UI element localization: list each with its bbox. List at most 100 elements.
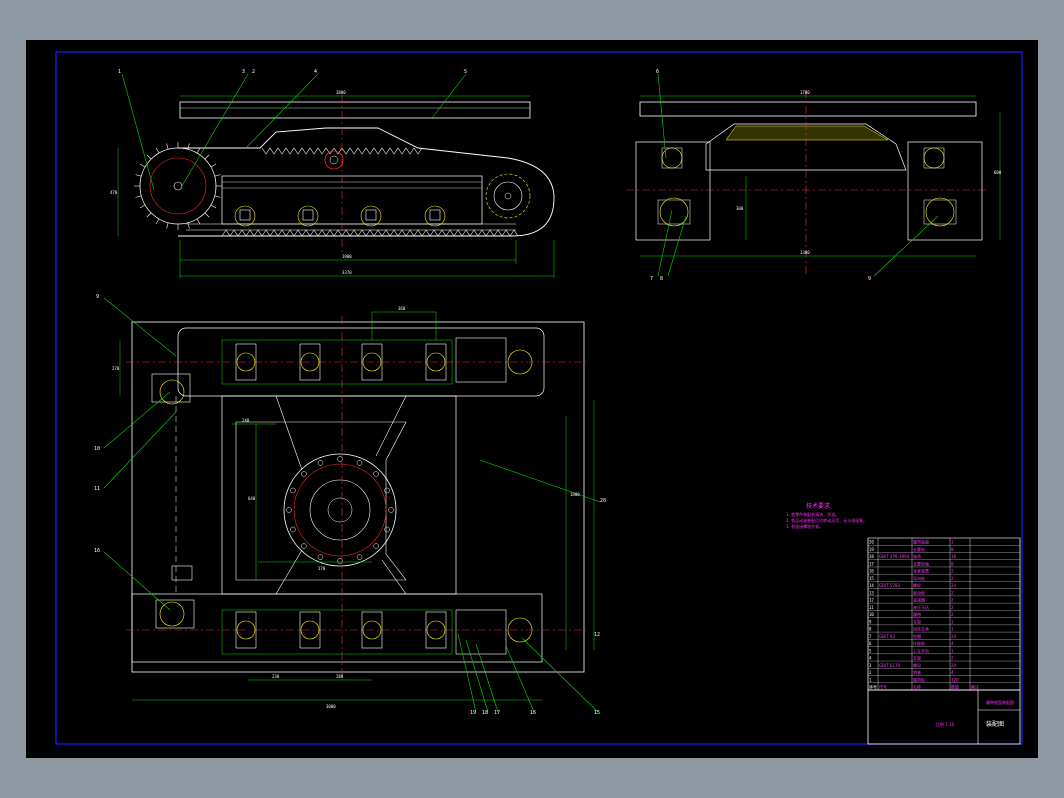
table-cell: 托链轮 xyxy=(913,640,925,646)
table-cell: 2 xyxy=(951,590,954,595)
table-cell: 数量 xyxy=(951,684,959,690)
title-block-code: 装配图 xyxy=(986,720,1004,728)
roller-hub xyxy=(236,352,256,372)
table-cell: 1 xyxy=(951,619,954,624)
roller-hub xyxy=(426,620,446,640)
bolt-hole xyxy=(317,554,324,560)
dim-plan-bottom1: 230 xyxy=(272,674,280,679)
callout-5: 5 xyxy=(464,69,467,75)
table-cell: GB/T 93 xyxy=(879,634,895,639)
table-cell: 10 xyxy=(869,612,874,617)
side-view: 6 7 8 9 1700 1300 300 600 xyxy=(626,69,1002,282)
table-cell: 19 xyxy=(869,547,874,552)
table-cell: 9 xyxy=(869,619,872,624)
sprocket-tooth xyxy=(187,222,190,229)
table-cell: 履带底盘 xyxy=(913,539,929,545)
sprocket-tooth xyxy=(155,147,160,154)
dim-plan-left: 270 xyxy=(112,366,120,371)
table-cell: 液压马达 xyxy=(913,604,929,610)
table-cell: 8 xyxy=(951,561,954,566)
sprocket-tooth xyxy=(214,195,221,198)
tech-note-1: 1. 各零件装配前清洗、涂油。 xyxy=(786,511,839,517)
table-cell: 16 xyxy=(951,554,957,559)
table-cell: GB/T 5783 xyxy=(879,583,901,588)
tech-note-2: 2. 各运动副装配后应转动灵活，无卡滞现象。 xyxy=(786,517,867,523)
table-cell: 2 xyxy=(951,656,954,661)
dim-plan-bottom2: 280 xyxy=(336,674,344,679)
table-cell: 24 xyxy=(951,583,957,588)
callout-16: 16 xyxy=(530,710,536,716)
border-frame xyxy=(55,51,1023,745)
table-cell: 1 xyxy=(869,677,872,682)
bolt-hole xyxy=(356,460,363,466)
bolt-hole xyxy=(286,507,292,513)
callout-9: 9 xyxy=(868,276,871,282)
bolt-hole xyxy=(290,526,296,533)
table-cell: 120 xyxy=(951,677,959,682)
tech-notes-title: 技术要求 xyxy=(806,502,830,510)
table-cell: 2 xyxy=(951,612,954,617)
table-cell: 11 xyxy=(869,605,874,610)
table-cell: GB/T 6170 xyxy=(879,663,901,668)
sprocket-tooth xyxy=(146,154,152,160)
dim-plan-right: 1800 xyxy=(570,492,580,497)
table-cell: 销轴 xyxy=(913,669,921,675)
callout-20: 20 xyxy=(600,498,606,504)
cad-drawing: 1 3 2 4 5 3800 1900 3370 470 xyxy=(55,51,1023,745)
table-cell: 16 xyxy=(869,569,874,574)
callout-18: 18 xyxy=(482,710,488,716)
table-cell: 1 xyxy=(951,648,954,653)
table-cell: 6 xyxy=(869,641,872,646)
sprocket-tooth xyxy=(166,222,169,229)
table-cell: 支重轮轴 xyxy=(913,560,929,566)
dim-plan-total: 3000 xyxy=(326,704,336,709)
table-cell: 8 xyxy=(951,547,954,552)
bolt-hole xyxy=(384,487,390,494)
table-cell: 18 xyxy=(869,554,874,559)
roller xyxy=(235,611,257,649)
table-cell: 4 xyxy=(869,656,872,661)
bolt-hole xyxy=(290,487,296,494)
callout-10: 10 xyxy=(94,446,100,452)
bolt-hole xyxy=(384,526,390,533)
title-block-name: 履带底盘装配图 xyxy=(986,699,1014,705)
track-elevation-view: 1 3 2 4 5 3800 1900 3370 470 xyxy=(110,69,555,278)
sprocket-tooth xyxy=(166,143,169,150)
roller xyxy=(361,611,383,649)
sprocket-tooth xyxy=(196,147,201,154)
table-cell: 24 xyxy=(951,634,957,639)
roller xyxy=(425,343,447,381)
bolt-hole xyxy=(317,460,324,466)
roller-hub xyxy=(300,620,320,640)
table-cell: 4 xyxy=(951,670,954,675)
dim-plan-mid2: 170 xyxy=(318,566,326,571)
table-cell: 1 xyxy=(951,627,954,632)
table-cell: 驱动轮 xyxy=(913,589,925,595)
roller xyxy=(235,343,257,381)
sprocket-tooth xyxy=(155,218,160,225)
roller-hub xyxy=(426,352,446,372)
dim-side-height: 300 xyxy=(736,206,744,211)
dim-top-width: 3800 xyxy=(336,90,346,95)
callout-plan-9: 9 xyxy=(96,294,99,300)
roller xyxy=(361,343,383,381)
table-cell: 20 xyxy=(869,540,874,545)
callout-8: 8 xyxy=(660,276,663,282)
dim-top-height: 470 xyxy=(110,190,118,195)
dim-side-base: 1300 xyxy=(800,250,810,255)
table-cell: 序号 xyxy=(869,684,877,690)
callout-19: 19 xyxy=(470,710,476,716)
bolt-hole xyxy=(301,543,307,549)
table-cell: 15 xyxy=(869,576,874,581)
table-cell: 轴承 xyxy=(913,553,921,559)
table-cell: 2 xyxy=(951,569,954,574)
sprocket-tooth xyxy=(139,163,146,168)
table-cell: 备注 xyxy=(971,684,979,690)
table-cell: 螺栓 xyxy=(913,582,921,588)
sprocket-tooth xyxy=(146,212,152,218)
table-cell: 支架 xyxy=(913,655,921,661)
roller xyxy=(299,343,321,381)
callout-15: 15 xyxy=(594,710,600,716)
table-cell: 2 xyxy=(951,576,954,581)
